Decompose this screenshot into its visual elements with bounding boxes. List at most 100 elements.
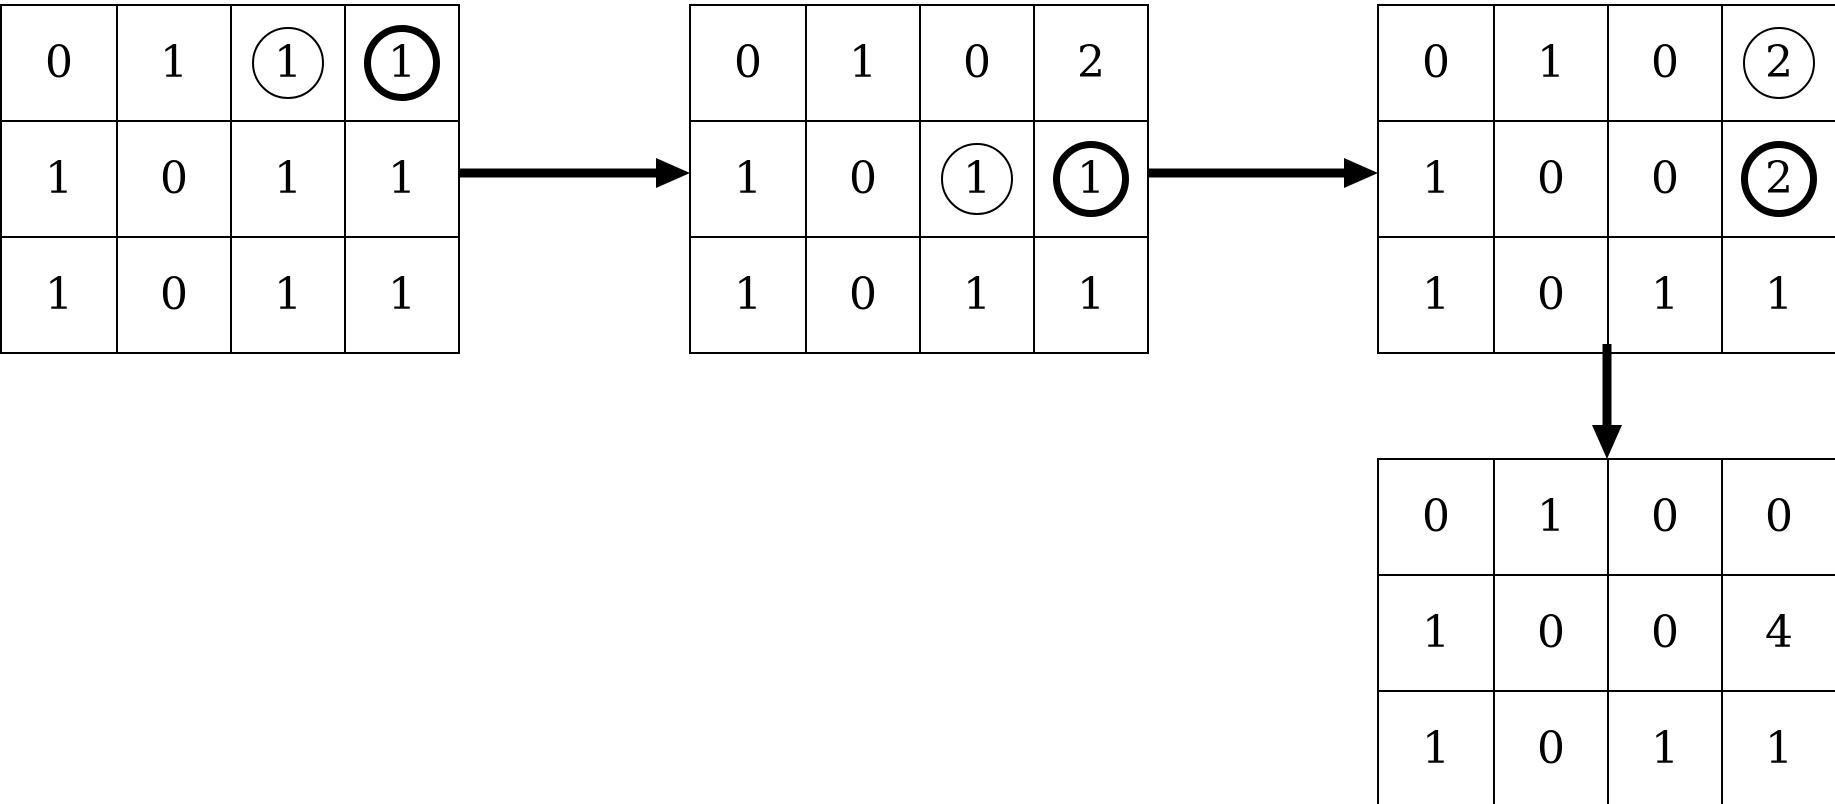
cell-value: 0 — [1765, 491, 1793, 542]
cell-value: 1 — [274, 269, 302, 320]
cell-value: 1 — [160, 37, 188, 88]
cell-value: 0 — [1537, 607, 1565, 658]
cell-value: 0 — [849, 269, 877, 320]
grid-cell[interactable]: 1 — [919, 122, 1033, 236]
grid-cell[interactable]: 0 — [1607, 460, 1721, 574]
grid-cell[interactable]: 0 — [1607, 576, 1721, 690]
grid-cell[interactable]: 0 — [1493, 122, 1607, 236]
grid-cell[interactable]: 0 — [1379, 460, 1493, 574]
grid-cell[interactable]: 1 — [1493, 460, 1607, 574]
cell-value: 2 — [1765, 153, 1793, 204]
grid-cell[interactable]: 1 — [344, 122, 458, 236]
grid-cell[interactable]: 1 — [2, 238, 116, 352]
grid-cell[interactable]: 1 — [230, 122, 344, 236]
grid-cell[interactable]: 1 — [1607, 238, 1721, 352]
grid-cell[interactable]: 0 — [116, 122, 230, 236]
cell-value: 1 — [45, 153, 73, 204]
grid-cell[interactable]: 0 — [1721, 460, 1835, 574]
grid-cell[interactable]: 0 — [1493, 238, 1607, 352]
grid-cell[interactable]: 0 — [919, 6, 1033, 120]
grid-cell[interactable]: 1 — [1721, 692, 1835, 804]
cell-value: 1 — [45, 269, 73, 320]
grid-cell[interactable]: 0 — [2, 6, 116, 120]
grid-cell[interactable]: 1 — [919, 238, 1033, 352]
cell-value: 1 — [1765, 269, 1793, 320]
grid-cell[interactable]: 4 — [1721, 576, 1835, 690]
grid-cell[interactable]: 1 — [691, 238, 805, 352]
grid-cell[interactable]: 0 — [805, 238, 919, 352]
grid-cell[interactable]: 1 — [344, 6, 458, 120]
arrow-grid1-to-grid2 — [459, 158, 690, 188]
grid-cell[interactable]: 0 — [691, 6, 805, 120]
grid-cell[interactable]: 1 — [1033, 122, 1147, 236]
grid-cell[interactable]: 0 — [1607, 122, 1721, 236]
cell-value: 0 — [849, 153, 877, 204]
grid-cell[interactable]: 1 — [1493, 6, 1607, 120]
grid-cell[interactable]: 1 — [1379, 576, 1493, 690]
grid-cell[interactable]: 1 — [1379, 122, 1493, 236]
grid-row: 0 1 1 1 — [2, 6, 458, 120]
cell-value: 0 — [1537, 723, 1565, 774]
grid-row: 0 1 0 2 — [1379, 6, 1835, 120]
cell-value: 0 — [160, 269, 188, 320]
grid-cell[interactable]: 1 — [1033, 238, 1147, 352]
grid-cell[interactable]: 0 — [1379, 6, 1493, 120]
arrow-grid3-to-grid4 — [1592, 344, 1622, 459]
grid-cell[interactable]: 1 — [2, 122, 116, 236]
cell-value: 1 — [963, 269, 991, 320]
arrow-grid2-to-grid3 — [1147, 158, 1378, 188]
cell-value: 0 — [160, 153, 188, 204]
grid-cell[interactable]: 0 — [1607, 6, 1721, 120]
cell-value: 0 — [963, 37, 991, 88]
grid-cell[interactable]: 0 — [116, 238, 230, 352]
grid-cell[interactable]: 1 — [344, 238, 458, 352]
grid-cell[interactable]: 1 — [116, 6, 230, 120]
grid-cell[interactable]: 2 — [1721, 6, 1835, 120]
cell-value: 0 — [1651, 491, 1679, 542]
grid-cell[interactable]: 2 — [1721, 122, 1835, 236]
cell-value: 1 — [274, 37, 302, 88]
cell-value: 0 — [1422, 491, 1450, 542]
cell-value: 0 — [1537, 269, 1565, 320]
cell-value: 1 — [1537, 491, 1565, 542]
cell-value: 1 — [849, 37, 877, 88]
cell-value: 1 — [388, 153, 416, 204]
grid-cell[interactable]: 1 — [805, 6, 919, 120]
cell-value: 0 — [734, 37, 762, 88]
grid-cell[interactable]: 1 — [1607, 692, 1721, 804]
grid-cell[interactable]: 1 — [691, 122, 805, 236]
cell-value: 0 — [1651, 607, 1679, 658]
grid-cell[interactable]: 0 — [1493, 576, 1607, 690]
grid-cell[interactable]: 1 — [1379, 238, 1493, 352]
grid-row: 0 1 0 0 — [1379, 460, 1835, 574]
cell-value: 4 — [1765, 607, 1793, 658]
cell-value: 2 — [1077, 37, 1105, 88]
grid-cell[interactable]: 1 — [230, 238, 344, 352]
cell-value: 1 — [388, 37, 416, 88]
grid-row: 0 1 0 2 — [691, 6, 1147, 120]
cell-value: 0 — [1422, 37, 1450, 88]
grid-cell[interactable]: 1 — [1379, 692, 1493, 804]
cell-value: 2 — [1765, 37, 1793, 88]
cell-value: 1 — [1651, 723, 1679, 774]
cell-value: 1 — [388, 269, 416, 320]
grid-cell[interactable]: 1 — [230, 6, 344, 120]
grid-cell[interactable]: 1 — [1721, 238, 1835, 352]
cell-value: 1 — [1077, 269, 1105, 320]
cell-value: 1 — [1422, 153, 1450, 204]
grid-cell[interactable]: 0 — [805, 122, 919, 236]
grid-cell[interactable]: 0 — [1493, 692, 1607, 804]
cell-value: 1 — [1537, 37, 1565, 88]
cell-value: 0 — [45, 37, 73, 88]
cell-value: 0 — [1651, 153, 1679, 204]
grid-cell[interactable]: 2 — [1033, 6, 1147, 120]
cell-value: 0 — [1651, 37, 1679, 88]
